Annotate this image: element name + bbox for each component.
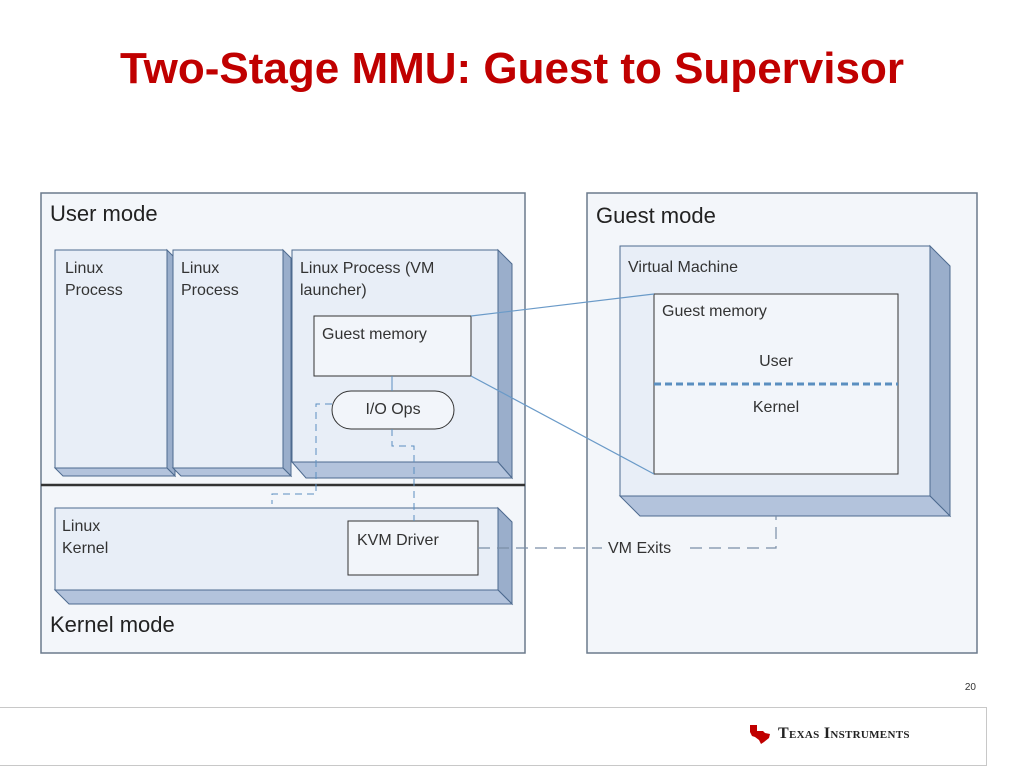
ti-logo: Texas Instruments xyxy=(748,723,910,745)
mapping-line-bottom xyxy=(470,375,655,475)
kvm-driver-box xyxy=(347,520,479,576)
virtual-machine-label: Virtual Machine xyxy=(628,259,738,276)
ti-brand-name: Texas Instruments xyxy=(778,725,910,742)
vm-launcher-label: Linux Process (VM launcher) xyxy=(300,260,435,299)
vm-exits-label: VM Exits xyxy=(606,538,674,560)
process2-box xyxy=(171,248,293,478)
host-guest-memory-label: Guest memory xyxy=(322,326,427,343)
kvm-driver-label: KVM Driver xyxy=(357,532,439,549)
guest-memory-label: Guest memory xyxy=(662,303,767,320)
footer-bar xyxy=(0,707,987,766)
io-to-kvm-dashed xyxy=(391,429,415,521)
page-number: 20 xyxy=(964,682,976,693)
process2-label: Linux Process xyxy=(181,260,239,299)
host-guest-memory-box xyxy=(313,315,472,377)
process1-box xyxy=(53,248,177,478)
texas-state-icon xyxy=(750,725,770,744)
process1-label: Linux Process xyxy=(65,260,123,299)
io-ops-label: I/O Ops xyxy=(365,401,421,418)
guest-user-label: User xyxy=(759,353,793,370)
mapping-line-top xyxy=(470,293,655,317)
kernel-mode-label: Kernel mode xyxy=(50,612,175,637)
guest-mode-label: Guest mode xyxy=(596,203,716,228)
io-ops-pill xyxy=(331,390,455,430)
linux-kernel-label: Linux Kernel xyxy=(62,518,109,557)
slide-title: Two-Stage MMU: Guest to Supervisor xyxy=(120,44,904,93)
guest-kernel-label: Kernel xyxy=(752,399,800,416)
user-mode-label: User mode xyxy=(50,201,158,226)
vm-exits-dashed xyxy=(478,516,777,549)
